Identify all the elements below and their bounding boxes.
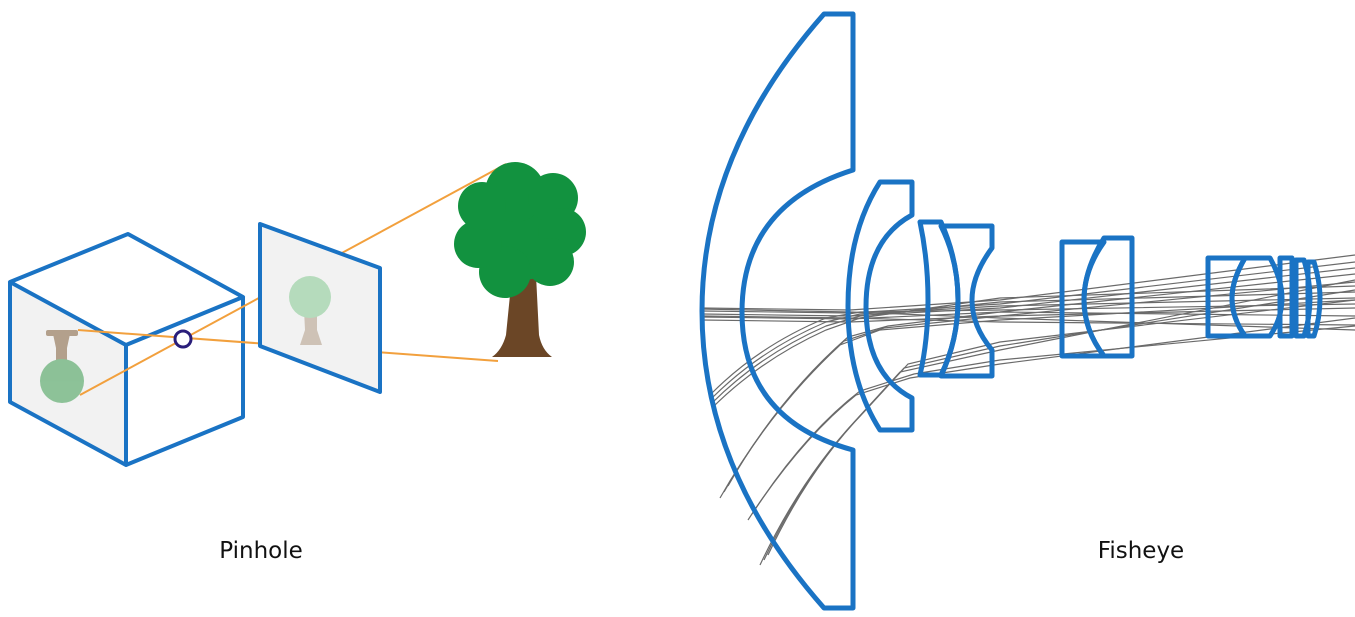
fisheye-diagram: Fisheye [702,14,1355,608]
image-plane-icon [260,224,380,392]
tree-icon [454,162,586,357]
fisheye-label: Fisheye [1098,538,1184,564]
pinhole-icon [175,331,191,347]
pinhole-diagram: Pinhole [10,162,586,564]
camera-box-icon [10,234,243,465]
pinhole-label: Pinhole [219,538,303,564]
light-rays [702,255,1355,565]
